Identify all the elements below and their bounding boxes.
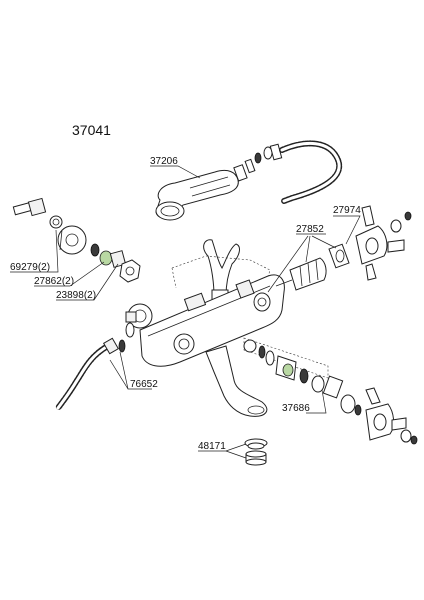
label-69279: 69279(2) <box>10 262 50 273</box>
label-76652: 76652 <box>130 379 158 390</box>
supply-hose <box>55 337 120 411</box>
label-27974: 27974 <box>333 205 361 216</box>
wall-escutcheon-part <box>118 303 153 353</box>
label-48171: 48171 <box>198 441 226 452</box>
label-37206: 37206 <box>150 156 178 167</box>
diverter-assembly <box>243 339 362 416</box>
inlet-nipple-part <box>12 197 87 255</box>
hand-shower-part <box>155 143 283 221</box>
label-27862: 27862(2) <box>34 276 74 287</box>
aerator-part <box>244 438 268 466</box>
lower-cross-handle <box>365 387 418 445</box>
model-number: 37041 <box>72 122 111 138</box>
shower-hose-coil <box>279 140 343 204</box>
label-37686: 37686 <box>282 403 310 414</box>
mixer-body <box>139 274 285 417</box>
seal-nut-part <box>90 243 141 283</box>
label-27852: 27852 <box>296 224 324 235</box>
upper-cartridge-part <box>253 243 350 312</box>
label-23898: 23898(2) <box>56 290 96 301</box>
upper-cross-handle <box>355 205 412 281</box>
